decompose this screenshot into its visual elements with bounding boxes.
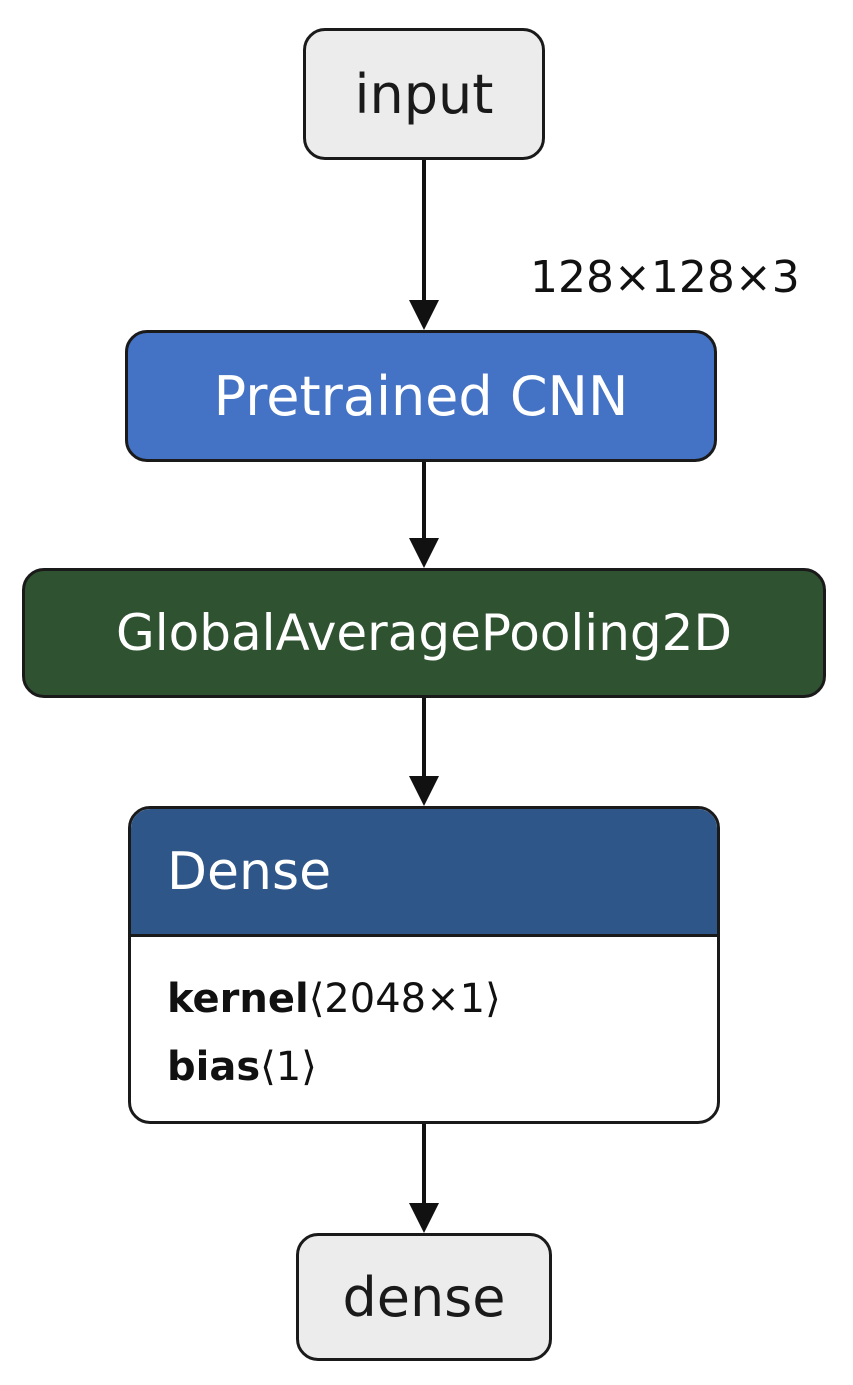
node-output-dense-label: dense (342, 1265, 506, 1329)
node-output-dense[interactable]: dense (296, 1233, 552, 1361)
param-name: kernel (167, 976, 309, 1022)
node-global-average-pooling-label: GlobalAveragePooling2D (116, 604, 732, 662)
node-input-label: input (354, 62, 494, 126)
node-dense-layer[interactable]: Dense kernel⟨2048×1⟩ bias⟨1⟩ (128, 806, 720, 1124)
edge-input-to-cnn (409, 160, 439, 330)
arrowhead-icon (409, 1203, 439, 1233)
param-name: bias (167, 1044, 261, 1090)
node-pretrained-cnn-label: Pretrained CNN (213, 364, 629, 428)
param-shape: ⟨2048×1⟩ (308, 976, 501, 1022)
node-input[interactable]: input (303, 28, 545, 160)
edge-gap-to-dense (409, 698, 439, 806)
param-row-bias: bias⟨1⟩ (167, 1033, 717, 1101)
dense-layer-header: Dense (131, 809, 717, 937)
edge-dense-to-output (409, 1124, 439, 1233)
node-global-average-pooling[interactable]: GlobalAveragePooling2D (22, 568, 826, 698)
arrowhead-icon (409, 300, 439, 330)
edge-cnn-to-gap (409, 462, 439, 568)
edge-shape-label: 128×128×3 (530, 252, 800, 303)
param-shape: ⟨1⟩ (260, 1044, 317, 1090)
dense-layer-title: Dense (167, 841, 332, 902)
arrowhead-icon (409, 538, 439, 568)
param-row-kernel: kernel⟨2048×1⟩ (167, 965, 717, 1033)
node-pretrained-cnn[interactable]: Pretrained CNN (125, 330, 717, 462)
dense-layer-params: kernel⟨2048×1⟩ bias⟨1⟩ (131, 937, 717, 1101)
arrowhead-icon (409, 776, 439, 806)
